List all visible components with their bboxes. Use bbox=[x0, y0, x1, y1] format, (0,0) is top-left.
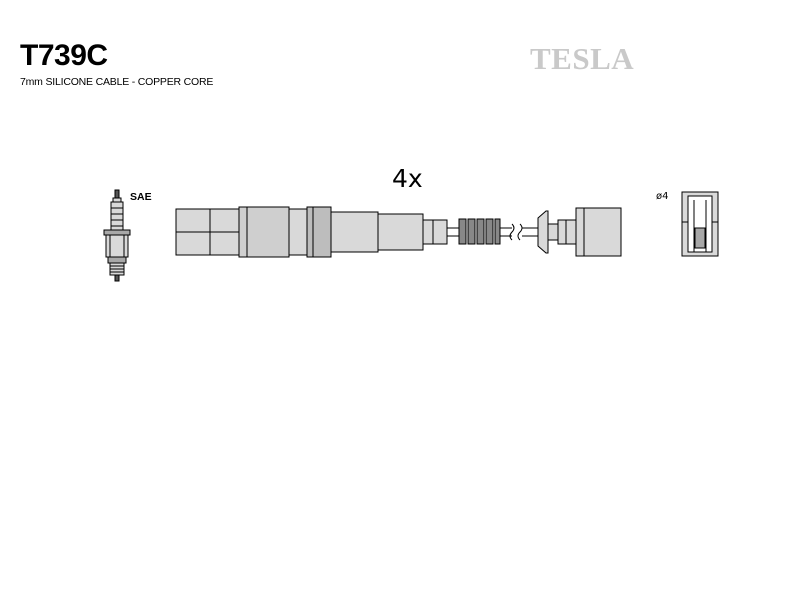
spark-plug-thread-label: SAE bbox=[130, 191, 152, 203]
quantity-label: 4x bbox=[392, 164, 423, 193]
spark-plug-boot bbox=[537, 207, 622, 257]
part-number-title: T739C bbox=[20, 39, 108, 72]
cable bbox=[446, 218, 538, 245]
cable-break-icon bbox=[509, 223, 523, 241]
spark-plug-icon bbox=[103, 189, 131, 282]
brand-logo: TESLA bbox=[530, 41, 635, 76]
cable-description: 7mm SILICONE CABLE - COPPER CORE bbox=[20, 76, 214, 88]
terminal-diameter-label: ø4 bbox=[656, 191, 669, 202]
terminal-fitting-icon bbox=[681, 191, 719, 257]
coil-boot bbox=[175, 206, 448, 258]
